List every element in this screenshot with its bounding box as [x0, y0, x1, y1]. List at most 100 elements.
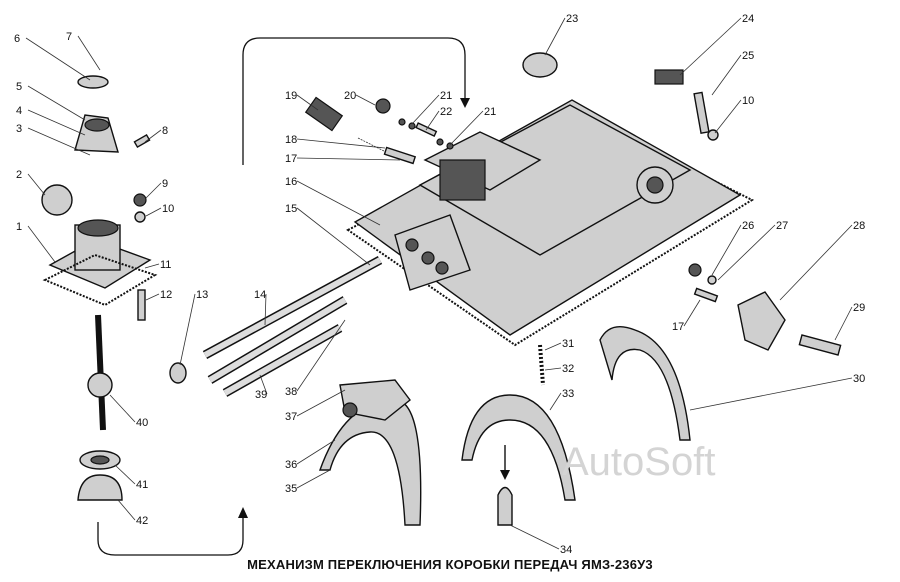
part-label: 21	[440, 90, 452, 102]
part-label: 37	[285, 411, 297, 423]
part-29	[798, 334, 842, 356]
leader-line	[259, 374, 268, 395]
part-2	[41, 184, 73, 216]
part-23	[522, 52, 558, 78]
leader-line	[27, 127, 91, 156]
part-label: 10	[742, 95, 754, 107]
part-label: 29	[853, 302, 865, 314]
part-label: 3	[16, 123, 22, 135]
part-label: 28	[853, 220, 865, 232]
part-label: 9	[162, 178, 168, 190]
leader-line	[714, 99, 742, 134]
leader-line	[296, 389, 346, 417]
leader-line	[779, 224, 853, 301]
part-label: 26	[742, 220, 754, 232]
diagram-caption: МЕХАНИЗМ ПЕРЕКЛЮЧЕНИЯ КОРОБКИ ПЕРЕДАЧ ЯМ…	[247, 557, 653, 572]
leader-line	[683, 299, 701, 327]
part-label: 41	[136, 479, 148, 491]
leader-line	[296, 180, 381, 226]
leader-line	[117, 499, 136, 521]
part-label: 1	[16, 221, 22, 233]
part-label: 31	[562, 338, 574, 350]
leader-line	[25, 37, 91, 81]
part-label: 17	[672, 321, 684, 333]
part-label: 20	[344, 90, 356, 102]
leader-line	[711, 224, 742, 276]
leader-line	[27, 173, 46, 196]
part-label: 8	[162, 125, 168, 137]
part-label: 27	[776, 220, 788, 232]
leader-line	[549, 392, 562, 411]
part-label: 17	[285, 153, 297, 165]
part-label: 2	[16, 169, 22, 181]
part-label: 32	[562, 363, 574, 375]
arrow-head	[460, 98, 470, 108]
leader-line	[264, 293, 267, 326]
shift-rods	[202, 256, 383, 397]
part-label: 18	[285, 134, 297, 146]
part-19	[304, 96, 344, 132]
part-label: 19	[285, 90, 297, 102]
part-label: 22	[440, 106, 452, 118]
leader-line	[544, 367, 562, 371]
leader-line	[411, 94, 440, 125]
part-label: 13	[196, 289, 208, 301]
part-34	[497, 486, 513, 526]
watermark: AutoSoft	[562, 440, 716, 484]
part-label: 5	[16, 81, 22, 93]
leader-line	[27, 85, 86, 121]
leader-line	[145, 293, 160, 301]
part-label: 10	[162, 203, 174, 215]
leader-line	[544, 342, 562, 351]
part-label: 24	[742, 13, 754, 25]
leader-line	[449, 110, 484, 146]
part-label: 16	[285, 176, 297, 188]
part-20	[375, 98, 391, 114]
part-label: 36	[285, 459, 297, 471]
part-label: 38	[285, 386, 297, 398]
leader-line	[179, 293, 196, 366]
gearbox-cover	[346, 99, 755, 347]
part-label: 34	[560, 544, 572, 556]
arrow-head	[238, 507, 248, 518]
part-label: 15	[285, 203, 297, 215]
part-label: 6	[14, 33, 20, 45]
part-label: 7	[66, 31, 72, 43]
flow-arrow-bottom	[97, 515, 244, 556]
leader-line	[509, 524, 560, 550]
leader-line	[77, 35, 101, 71]
fork-30	[599, 326, 691, 441]
part-13	[169, 362, 187, 384]
leader-line	[296, 319, 346, 392]
part-42	[77, 474, 123, 501]
part-label: 40	[136, 417, 148, 429]
part-label: 42	[136, 515, 148, 527]
flow-arrow-top	[242, 37, 466, 165]
leader-line	[109, 394, 136, 423]
part-40	[87, 372, 113, 398]
leader-line	[27, 109, 86, 136]
leader-line	[689, 377, 853, 411]
part-label: 30	[853, 373, 865, 385]
leader-line	[296, 439, 336, 465]
part-label: 39	[255, 389, 267, 401]
leader-line	[425, 110, 440, 131]
part-28	[737, 291, 786, 351]
part-label: 11	[160, 259, 171, 271]
leader-line	[144, 263, 160, 269]
part-label: 23	[566, 13, 578, 25]
leader-line	[834, 306, 853, 341]
part-label: 4	[16, 105, 22, 117]
leader-line	[296, 94, 319, 111]
leader-line	[296, 469, 331, 489]
leader-line	[296, 207, 371, 266]
leader-line	[145, 207, 162, 217]
part-25	[693, 91, 710, 134]
leader-line	[27, 225, 56, 263]
leader-line	[296, 157, 401, 161]
part-24	[654, 69, 684, 85]
leader-line	[114, 464, 136, 485]
leader-line	[144, 129, 162, 143]
